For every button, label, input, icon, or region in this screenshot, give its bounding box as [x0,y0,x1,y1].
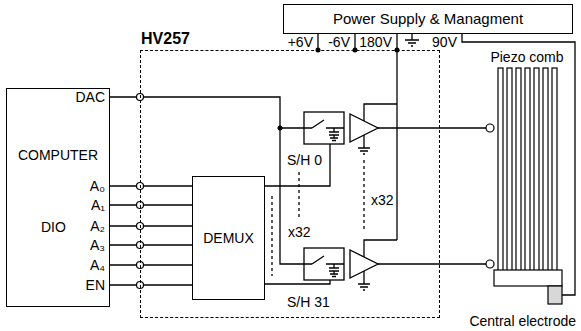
node-label: HV257 [141,30,190,48]
node-label: DIO [41,219,66,235]
piezo-comb [494,68,562,304]
amplifier-ground [358,135,370,154]
pin-name: EN [85,277,106,293]
comb-finger [543,68,548,272]
switch-box [304,112,344,144]
comb-finger [525,68,530,272]
amplifier-symbol [350,114,378,154]
part-label: Central electrode [468,313,577,329]
node-label: Power Supply & Managment [333,10,523,27]
address-wire [110,225,192,226]
voltage-label: +6V [287,34,314,50]
supply-wire [462,34,575,295]
comb-finger [498,68,503,272]
demux-box: DEMUX [192,176,265,300]
address-wire [110,244,192,245]
address-wire [110,185,192,186]
pin-name: A₃ [89,237,106,253]
pin-name: A₄ [89,257,106,273]
voltage-label: 180V [358,34,393,50]
comb-finger [516,68,521,272]
comb-finger [534,68,539,272]
signal-label: S/H 0 [286,152,323,168]
pin-name: A₂ [89,218,106,234]
node-label: DAC [75,89,105,105]
voltage-label: -6V [327,34,351,50]
sample-hold-symbol [304,248,344,280]
switch-symbol [304,120,344,141]
signal-label: x32 [287,224,312,240]
signal-label: 90V [431,34,458,50]
signal-label: x32 [370,192,395,208]
address-wire [110,204,192,205]
node-label: DEMUX [203,230,254,246]
amplifier-symbol [350,250,378,290]
terminal-circle [486,124,494,132]
supply-wire [364,50,397,257]
terminal-circle [486,260,494,268]
hv257-chip-outline: HV257DEMUX [140,50,440,318]
node-label: COMPUTER [18,147,98,163]
amplifier-triangle [350,114,378,142]
signal-label: S/H 31 [286,294,331,310]
pin-name: A₁ [90,197,106,213]
central-electrode [548,286,562,304]
part-label: Piezo comb [489,49,564,65]
junction-dot [278,126,283,131]
comb-base [494,270,562,286]
address-wire [110,264,192,265]
address-wire [110,284,192,285]
sample-hold-symbol [304,112,344,144]
pin-name: A₀ [89,178,106,194]
comb-finger [552,68,557,272]
comb-finger [507,68,512,272]
power-supply-box: Power Supply & Managment [283,4,573,34]
ground-symbol [405,34,419,46]
